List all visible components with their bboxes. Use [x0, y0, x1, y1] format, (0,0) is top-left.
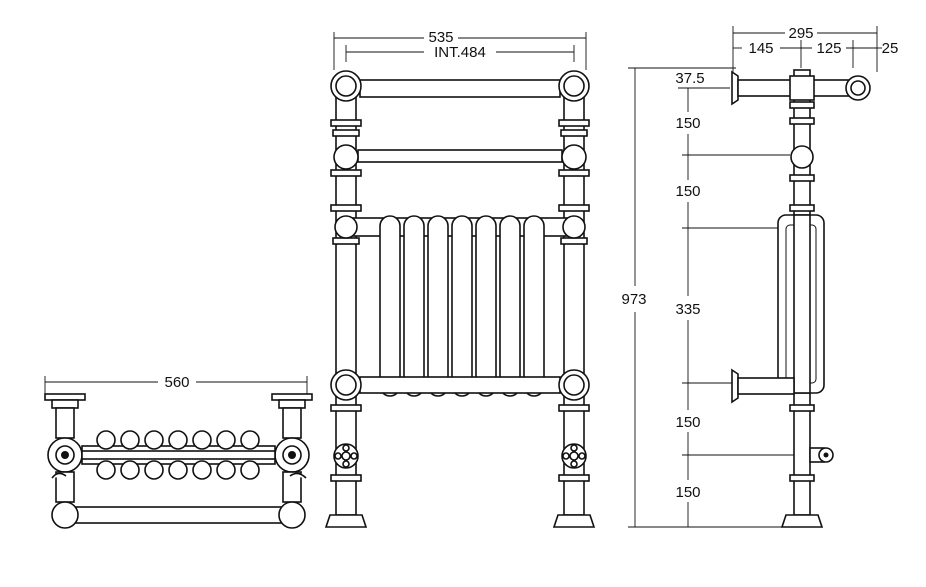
radiator-columns [379, 215, 545, 397]
overall-width-label: 535 [428, 29, 453, 46]
side-valve [809, 447, 834, 463]
second-rail [333, 144, 587, 170]
top-rail [330, 70, 590, 102]
top-arm [731, 70, 871, 106]
valve-right [561, 443, 587, 469]
top-width-label: 295 [788, 25, 813, 42]
gap-5-label: 150 [675, 484, 700, 501]
dim-top-width: 295 [732, 25, 878, 72]
bottom-rail [330, 369, 590, 401]
dim-segments: 145 125 25 [733, 40, 898, 68]
dim-overall-width: 535 [333, 29, 587, 70]
dim-plan-width: 560 [44, 374, 308, 395]
plan-width-label: 560 [164, 374, 189, 391]
dim-overall-height: 973 [621, 67, 784, 528]
seg-a-label: 145 [748, 40, 773, 57]
gap-4-label: 150 [675, 414, 700, 431]
top-offset-label: 37.5 [675, 70, 704, 87]
plan-view: 560 [44, 374, 313, 529]
radiator-side [777, 214, 825, 394]
seg-c-label: 25 [882, 40, 899, 57]
gap-1-label: 150 [675, 115, 700, 132]
internal-width-label: INT.484 [434, 44, 486, 61]
front-view: 535 INT.484 [324, 29, 596, 528]
dim-internal-width: INT.484 [345, 44, 575, 62]
gap-2-label: 150 [675, 183, 700, 200]
overall-height-label: 973 [621, 291, 646, 308]
gap-3-label: 335 [675, 301, 700, 318]
dim-vertical-gaps: 37.5 150 150 335 150 150 [675, 70, 820, 527]
left-upright [324, 94, 368, 528]
valve-left [333, 443, 359, 469]
plan-column-heads [96, 430, 260, 480]
lower-arm [731, 368, 795, 404]
seg-b-label: 125 [816, 40, 841, 57]
side-view: 295 145 125 25 973 37.5 150 [621, 25, 898, 528]
